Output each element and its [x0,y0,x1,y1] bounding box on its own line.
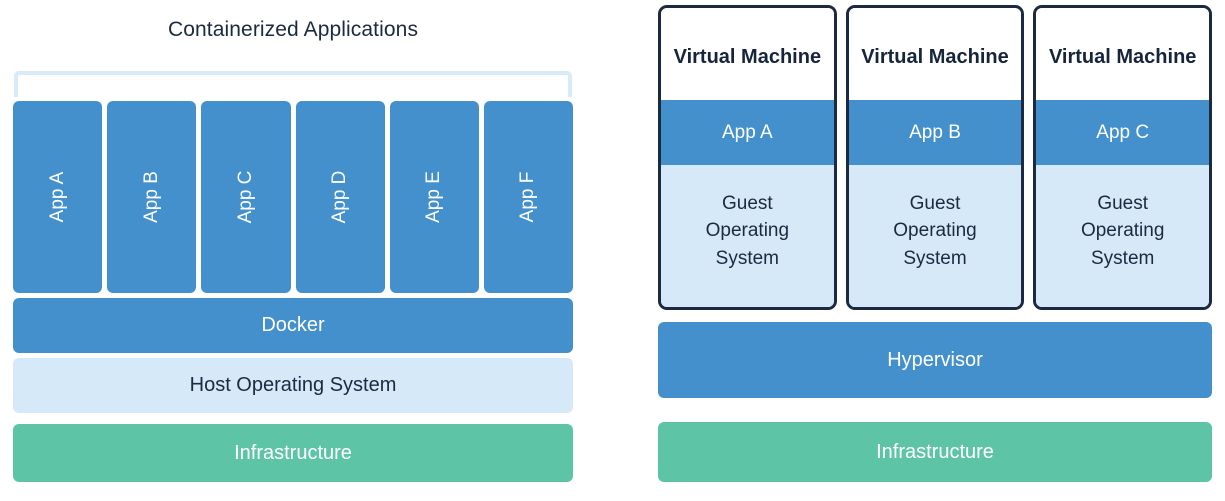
virtual-machine-app: App B [848,100,1022,165]
virtual-machine-title: Virtual Machine [1036,8,1210,100]
container-app-box[interactable]: App C [201,101,291,293]
virtual-machine-app: App C [1036,100,1210,165]
page-title: Containerized Applications [167,18,419,41]
virtual-machines-panel: Virtual Machine App A Guest Operating Sy… [658,0,1213,501]
guest-os-line: System [903,247,967,269]
infrastructure-layer-containers[interactable]: Infrastructure [13,424,573,482]
container-app-label: App B [140,171,162,223]
container-app-box[interactable]: App F [483,101,574,293]
guest-os-line: System [715,247,780,269]
container-app-box[interactable]: App D [295,101,385,293]
virtual-machine-card[interactable]: Virtual Machine App C Guest Operating Sy… [1033,5,1213,310]
guest-os-line: Operating [705,220,790,242]
guest-os-line: Guest [909,192,961,214]
container-bracket [14,71,572,97]
virtual-machine-app: App A [661,100,834,165]
container-app-label: App C [234,170,256,224]
container-app-box[interactable]: App A [13,101,103,293]
container-app-row: App A App B App C App D App E App F [13,101,574,293]
host-operating-system-layer[interactable]: Host Operating System [13,358,573,413]
hypervisor-layer[interactable]: Hypervisor [658,322,1212,398]
container-app-box[interactable]: App B [107,101,197,293]
virtual-machine-row: Virtual Machine App A Guest Operating Sy… [658,5,1213,310]
guest-operating-system: Guest Operating System [1036,165,1210,307]
container-app-label: App A [46,171,68,223]
container-app-box[interactable]: App E [389,101,479,293]
guest-os-line: Guest [721,192,773,214]
virtual-machine-title: Virtual Machine [848,8,1022,100]
container-app-label: App E [423,171,445,223]
virtual-machine-card[interactable]: Virtual Machine App A Guest Operating Sy… [658,5,837,310]
guest-os-line: Operating [1080,220,1165,242]
guest-operating-system: Guest Operating System [848,165,1022,307]
docker-layer[interactable]: Docker [13,298,573,353]
container-app-label: App F [517,171,539,223]
virtual-machine-title: Virtual Machine [661,8,834,100]
infrastructure-layer-vms[interactable]: Infrastructure [658,422,1212,482]
virtual-machine-card[interactable]: Virtual Machine App B Guest Operating Sy… [845,5,1025,310]
guest-os-line: System [1091,247,1155,269]
guest-os-line: Operating [893,220,977,242]
containerized-applications-panel: Containerized Applications App A App B A… [13,0,574,501]
container-app-label: App D [329,170,351,224]
guest-os-line: Guest [1097,192,1149,214]
guest-operating-system: Guest Operating System [661,165,834,307]
